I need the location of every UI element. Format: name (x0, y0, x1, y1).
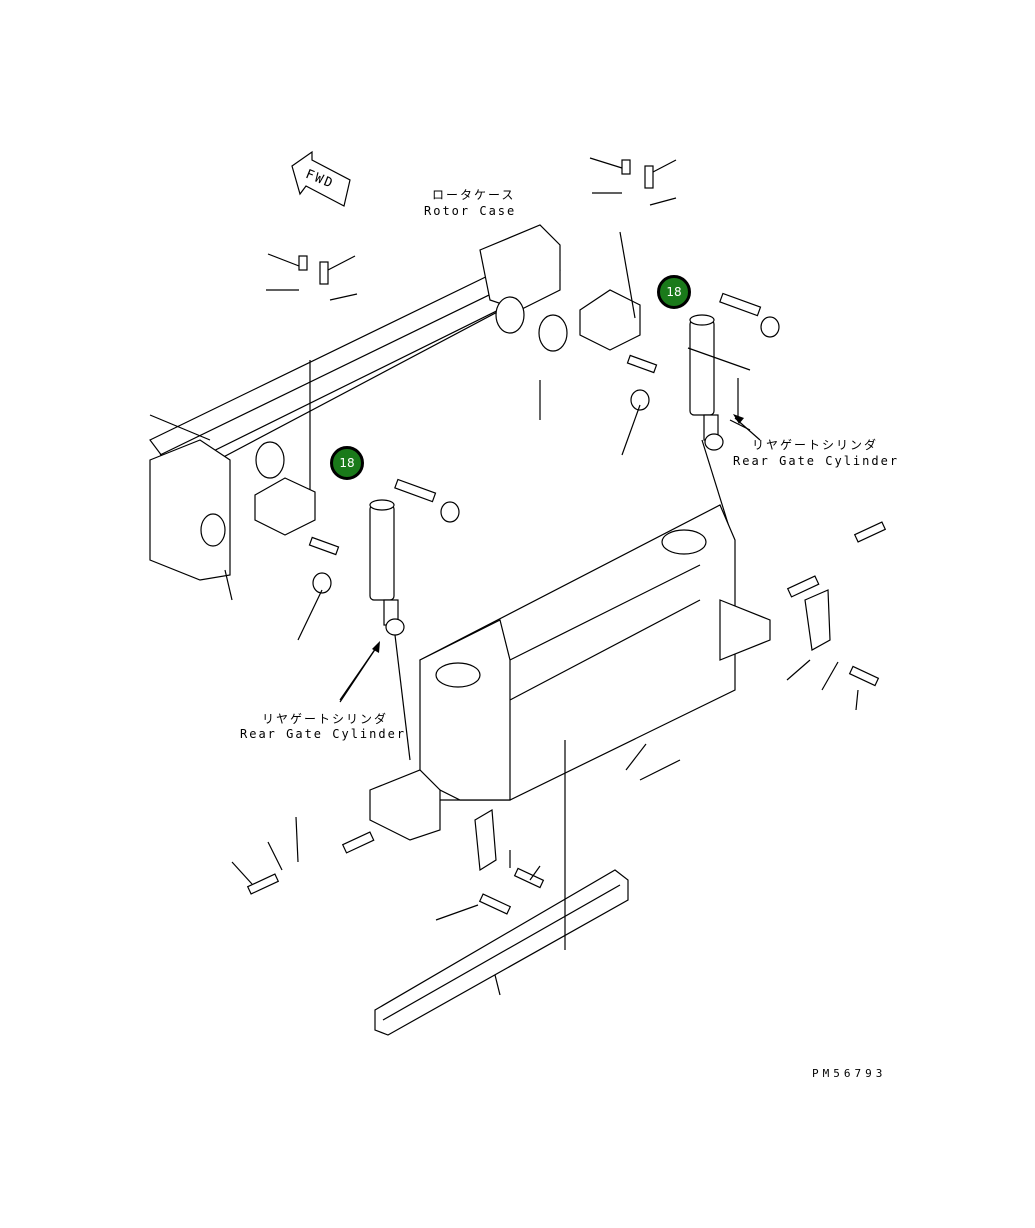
rear-gate-cylinder-left (369, 499, 411, 761)
label-arrows (339, 414, 761, 703)
fasteners (246, 159, 887, 915)
callout-18-right[interactable]: 18 (657, 275, 691, 309)
rotor-case-label-jp: ロータケース (432, 188, 516, 202)
rotor-case-label-en: Rotor Case (424, 204, 517, 218)
rotor-case (149, 224, 568, 581)
cylinder-brackets (254, 289, 641, 536)
rear-gate-cylinder-left-label-en: Rear Gate Cylinder (240, 727, 407, 741)
rear-gate-cylinder-left-label-jp: リヤゲートシリンダ (262, 712, 389, 726)
rear-gate-cylinder-right (689, 314, 731, 531)
rear-flap-plate (374, 869, 629, 1036)
callout-18-left[interactable]: 18 (330, 446, 364, 480)
rear-gate-frame (369, 504, 771, 841)
rear-gate-cylinder-right-label-jp: リヤゲートシリンダ (752, 438, 879, 452)
drawing-number: PM56793 (812, 1067, 887, 1080)
fwd-arrow (291, 150, 351, 207)
rear-gate-cylinder-right-label-en: Rear Gate Cylinder (733, 454, 900, 468)
